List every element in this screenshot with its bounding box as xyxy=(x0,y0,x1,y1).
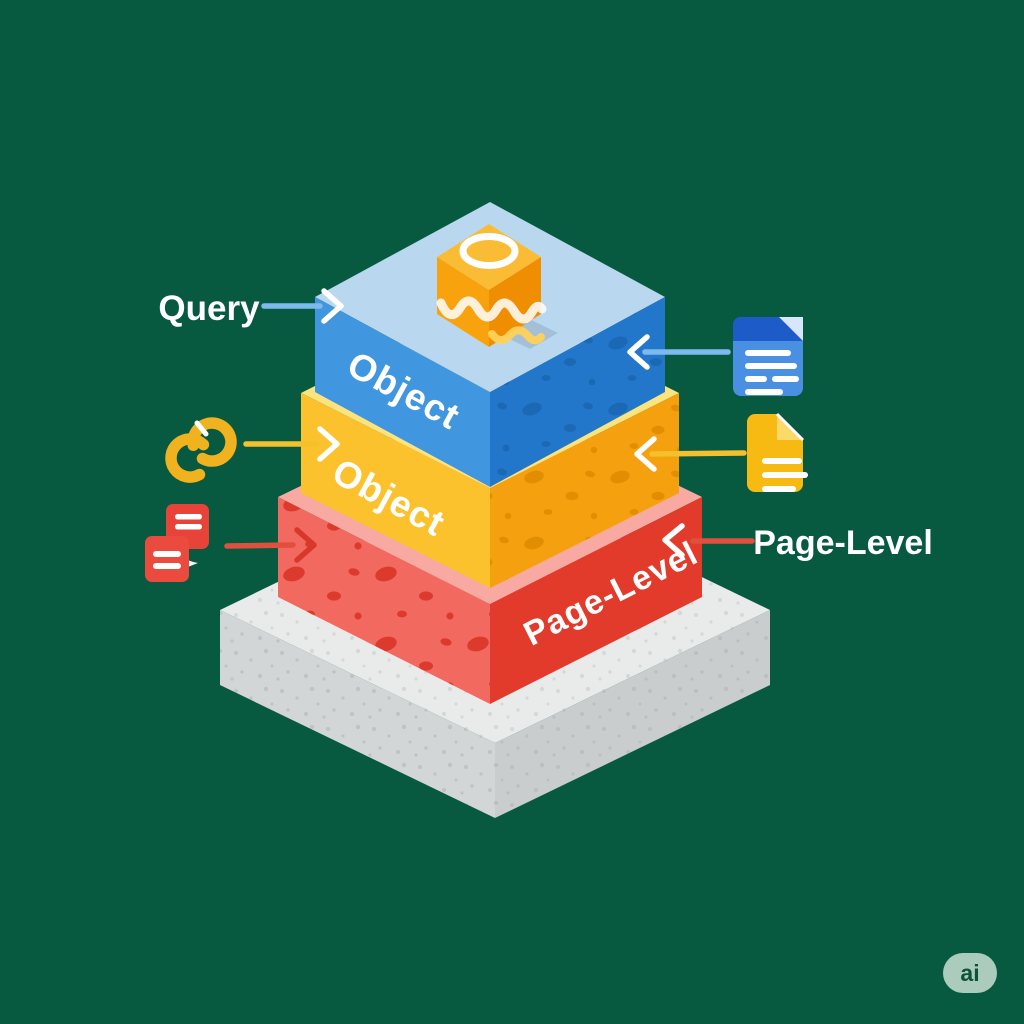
cube-squiggle-white xyxy=(436,296,547,324)
ai-watermark-badge: ai xyxy=(943,953,997,993)
callout-red-documents xyxy=(145,504,317,582)
blue-sponge-spots xyxy=(490,297,665,487)
yellow-doc-arrowhead xyxy=(634,436,657,472)
callout-code-sync xyxy=(165,417,340,483)
red-layer-right-face xyxy=(490,497,702,704)
callout-page-level: Page-Level xyxy=(662,523,933,562)
callout-blue-document xyxy=(627,317,803,396)
query-arrowhead xyxy=(321,288,344,324)
stacked-documents-icon xyxy=(145,504,209,582)
blue-document-icon xyxy=(733,317,803,396)
code-sync-icon xyxy=(165,417,237,483)
badge-pill xyxy=(943,953,997,993)
documents-arrow-line xyxy=(224,542,296,549)
cube-squiggle-light xyxy=(488,326,545,345)
yellow-document-icon xyxy=(747,412,808,492)
cube-right-face xyxy=(489,257,541,347)
callout-yellow-document xyxy=(634,412,808,492)
code-arrowhead xyxy=(317,426,340,462)
yellow-layer-left-face xyxy=(301,393,490,588)
gray-left-speckles xyxy=(220,610,495,818)
yellow-doc-arrow-line xyxy=(649,450,747,457)
fold-crease xyxy=(775,412,805,442)
gray-right-speckles xyxy=(495,610,770,818)
cache-cube-icon xyxy=(436,224,547,347)
red-sponge-spots xyxy=(278,497,490,704)
documents-arrowhead xyxy=(294,527,317,563)
yellow-sponge-spots xyxy=(490,393,679,588)
query-label: Query xyxy=(158,289,260,328)
badge-label: ai xyxy=(960,960,979,986)
page-level-arrowhead xyxy=(662,523,685,558)
blue-doc-arrowhead xyxy=(627,334,650,370)
code-icon-notch xyxy=(194,420,209,437)
callout-query: Query xyxy=(158,288,344,328)
blue-layer-left-face xyxy=(315,297,490,487)
page-level-label: Page-Level xyxy=(753,524,933,562)
cube-ring-glyph xyxy=(459,233,519,269)
